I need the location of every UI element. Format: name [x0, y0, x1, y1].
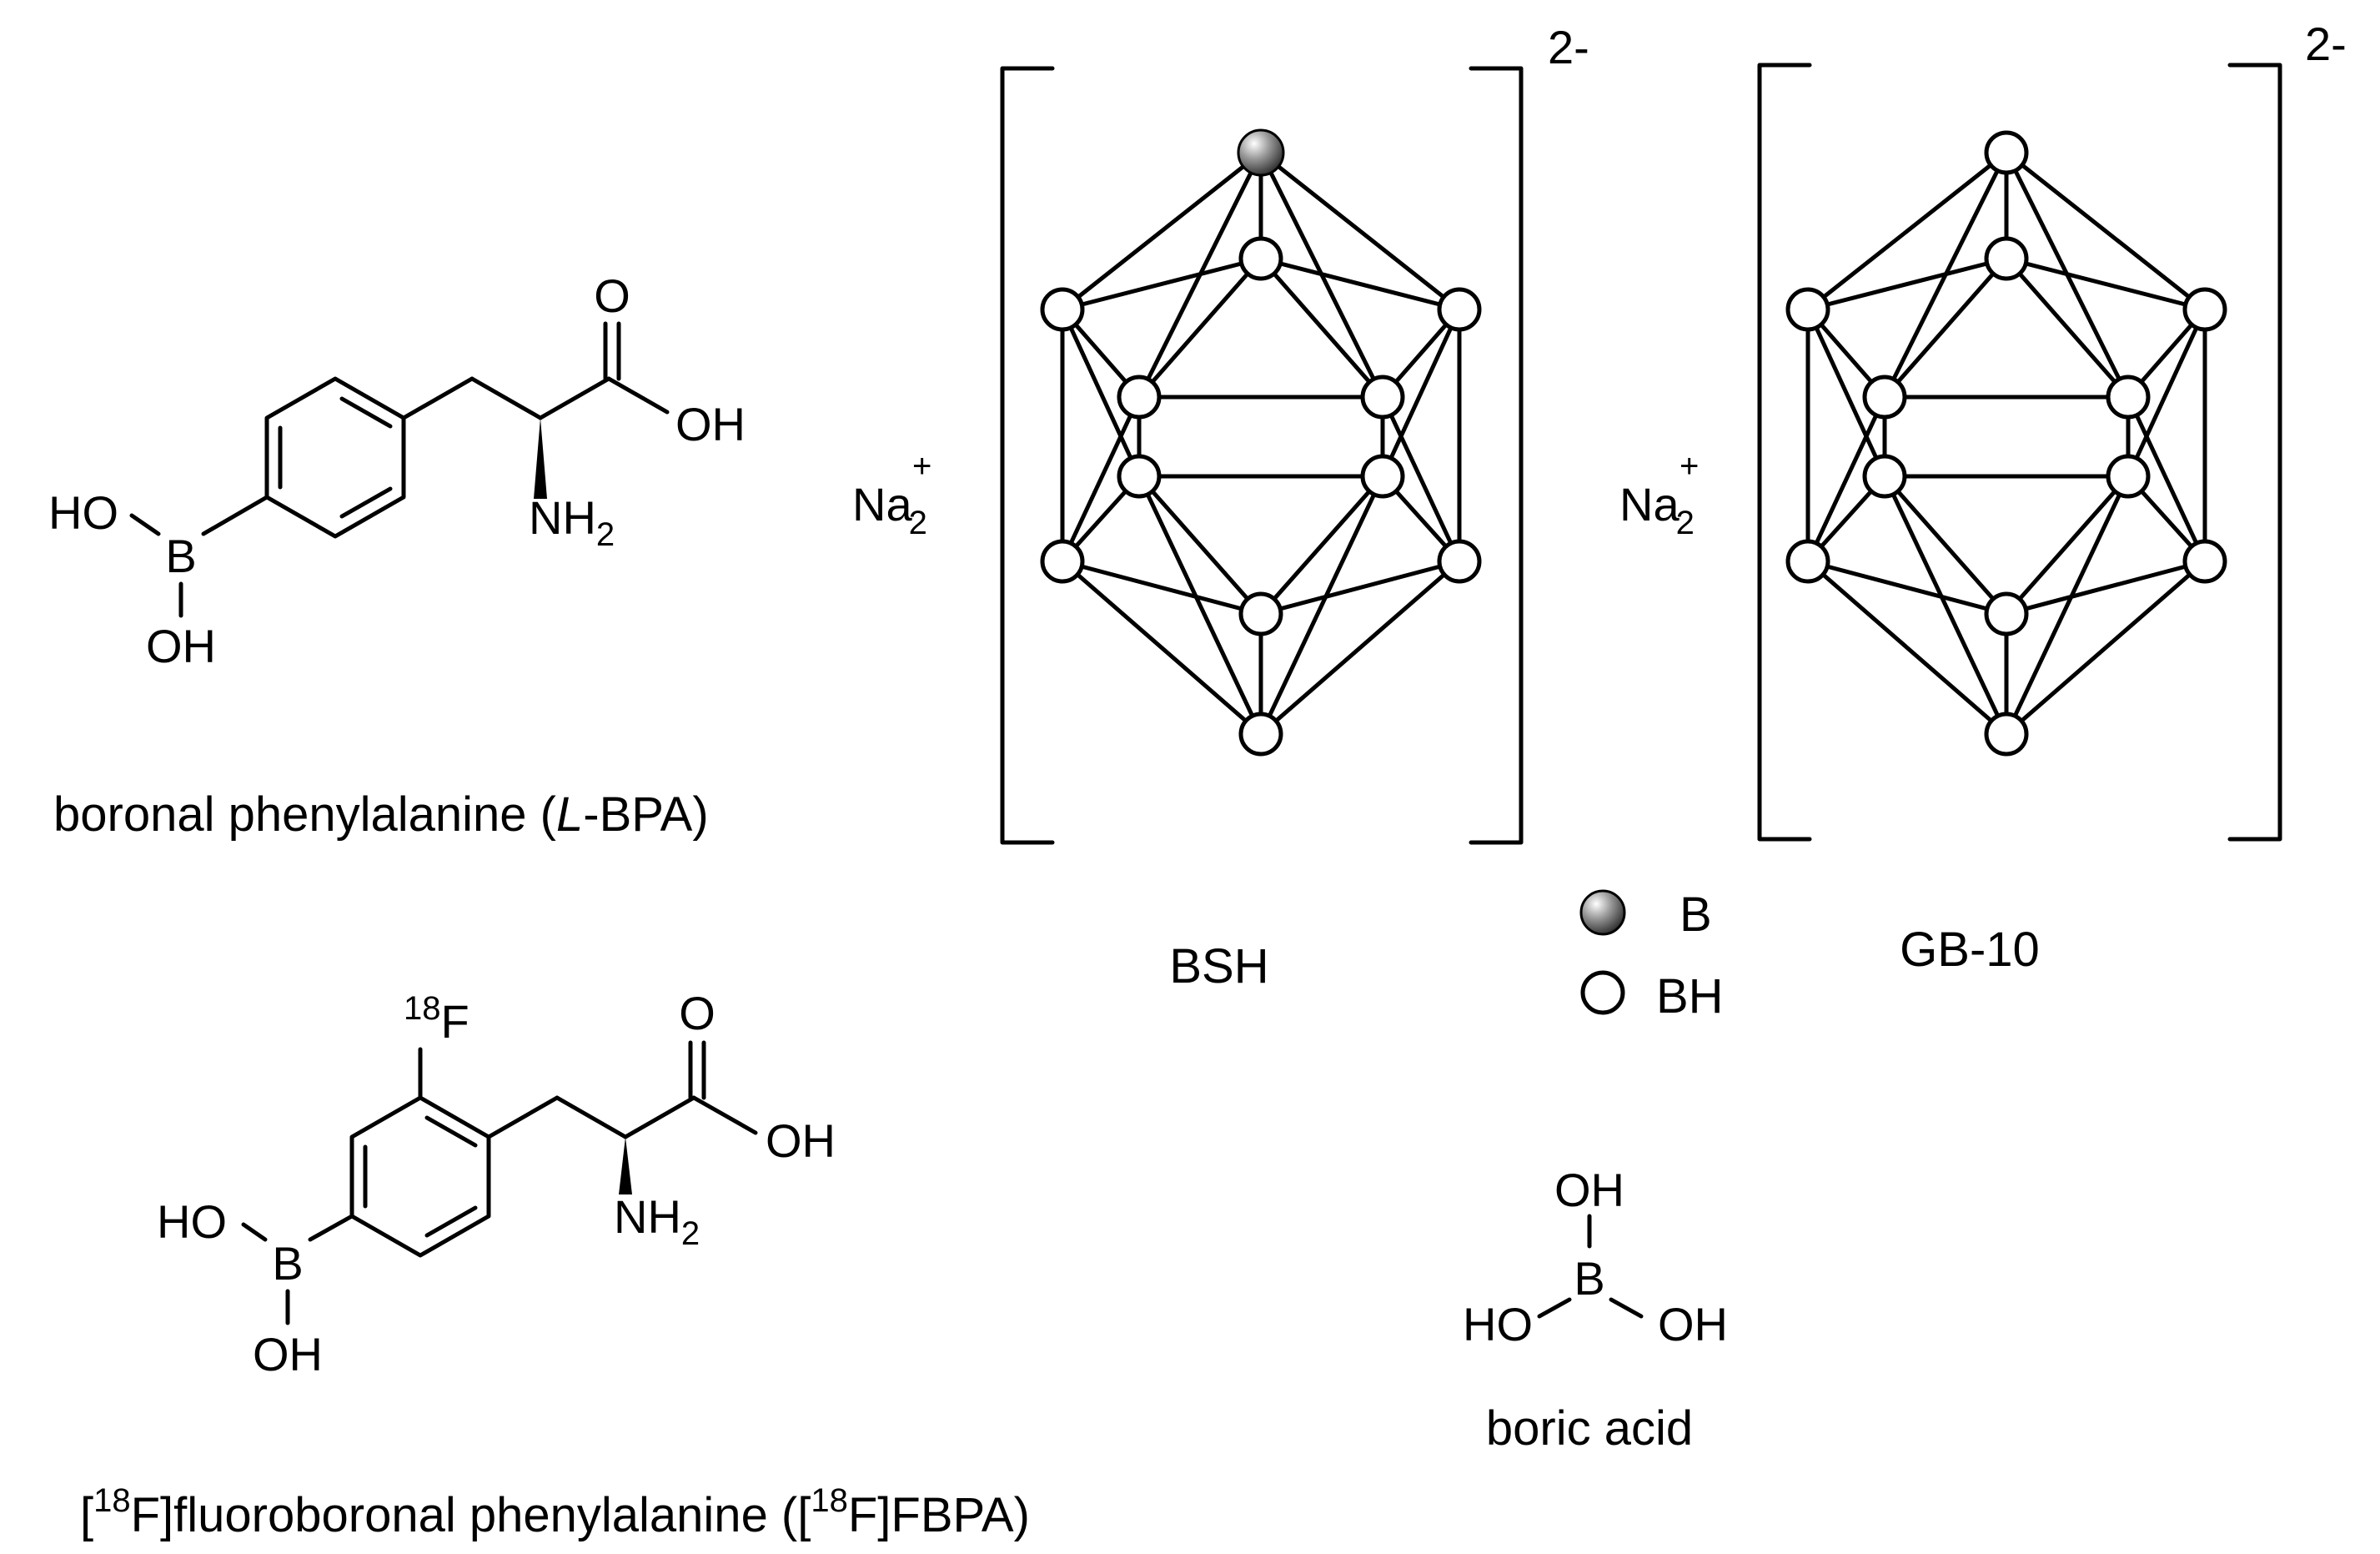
fbpa-bonds — [241, 1040, 758, 1325]
bsh-bh-node — [1437, 539, 1482, 584]
gb10-counter-charge: + — [1680, 448, 1699, 485]
fbpa-boron: B — [272, 1237, 303, 1290]
bsh-bh-node — [1437, 287, 1482, 332]
gb10-bh-node — [1984, 591, 2029, 636]
bpa-acid-hydroxyl: OH — [675, 398, 746, 450]
gb10-bh-node — [1984, 236, 2029, 281]
fbpa-amine: NH2 — [614, 1190, 700, 1252]
bpa-carbonyl-oxygen: O — [594, 269, 630, 322]
bsh-bh-node — [1040, 287, 1085, 332]
bpa-bonds — [129, 321, 670, 618]
bsh-cage — [1040, 128, 1482, 757]
gb10-bracket-right — [2227, 63, 2282, 842]
boric-acid-oh-right: OH — [1658, 1298, 1728, 1350]
fbpa-carbonyl-oxygen: O — [679, 987, 716, 1039]
bsh-bh-node — [1238, 591, 1283, 636]
gb10-bh-node — [2106, 454, 2151, 499]
gb10-bracket-left — [1757, 63, 1812, 842]
boric-acid-bonds — [1537, 1214, 1644, 1319]
gb10-cage-atoms — [1785, 130, 2227, 757]
gb10-cage — [1785, 130, 2227, 757]
bsh-cage-atoms — [1040, 128, 1482, 757]
bpa-amine: NH2 — [529, 491, 615, 553]
bsh-bh-node — [1040, 539, 1085, 584]
boric-acid-boron: B — [1574, 1252, 1604, 1305]
legend-bh-circle-icon — [1580, 970, 1625, 1015]
boric-acid-oh-top: OH — [1554, 1164, 1624, 1216]
fbpa-fluorine: 18F — [404, 990, 469, 1048]
boric-acid-caption: boric acid — [1486, 1401, 1693, 1456]
gb10-bh-node — [1862, 375, 1907, 420]
bsh-caption: BSH — [1169, 939, 1268, 993]
bpa-boron-hydroxyl-left: HO — [48, 486, 118, 539]
bsh-structure: Na2 + 2- — [852, 21, 1589, 993]
boric-acid-ho-left: HO — [1463, 1298, 1533, 1350]
fbpa-caption: [18F]fluoroboronal phenylalanine ([18F]F… — [80, 1482, 1030, 1542]
fbpa-boron-hydroxyl-bottom: OH — [253, 1328, 323, 1380]
bsh-bracket-left — [1000, 66, 1055, 845]
bsh-bh-node — [1360, 454, 1405, 499]
gb10-bh-node — [1862, 454, 1907, 499]
gb10-bh-node — [2182, 539, 2227, 584]
bpa-structure: O OH NH2 HO B OH boronal phenylalanine (… — [48, 269, 746, 842]
bsh-bh-node — [1360, 375, 1405, 420]
gb10-charge: 2- — [2305, 18, 2347, 70]
gb10-bh-node — [1785, 539, 1830, 584]
gb10-counter-ion: Na2 — [1619, 478, 1695, 541]
gb10-bh-node — [1984, 130, 2029, 175]
bpa-boron-hydroxyl-bottom: OH — [146, 620, 216, 672]
gb10-bh-node — [2182, 287, 2227, 332]
bsh-boron-sphere — [1237, 128, 1285, 177]
boric-acid-structure: OH B HO OH boric acid — [1463, 1164, 1728, 1456]
bsh-bh-node — [1238, 236, 1283, 281]
fbpa-acid-hydroxyl: OH — [766, 1114, 836, 1167]
bsh-counter-ion: Na2 — [852, 478, 927, 541]
gb10-bh-node — [1984, 712, 2029, 757]
legend-b-sphere-icon — [1579, 889, 1626, 936]
legend-b-label: B — [1680, 888, 1712, 942]
cage-legend: B BH — [1579, 888, 1724, 1023]
bsh-counter-charge: + — [912, 448, 931, 485]
fbpa-structure: 18F O OH NH2 HO B OH [18F]fluoroboronal … — [80, 987, 1030, 1542]
bsh-bh-node — [1238, 712, 1283, 757]
gb10-bh-node — [2106, 375, 2151, 420]
bsh-bracket-right — [1469, 66, 1524, 845]
bpa-caption: boronal phenylalanine (L-BPA) — [53, 787, 709, 842]
bsh-charge: 2- — [1548, 21, 1589, 73]
bsh-bh-node — [1117, 454, 1162, 499]
gb10-bh-node — [1785, 287, 1830, 332]
gb10-caption: GB-10 — [1900, 923, 2040, 977]
bpa-boron: B — [165, 530, 196, 582]
bsh-bh-node — [1117, 375, 1162, 420]
fbpa-boron-hydroxyl-left: HO — [157, 1195, 227, 1248]
legend-bh-label: BH — [1656, 969, 1724, 1023]
gb10-structure: Na2 + 2- — [1619, 18, 2347, 977]
